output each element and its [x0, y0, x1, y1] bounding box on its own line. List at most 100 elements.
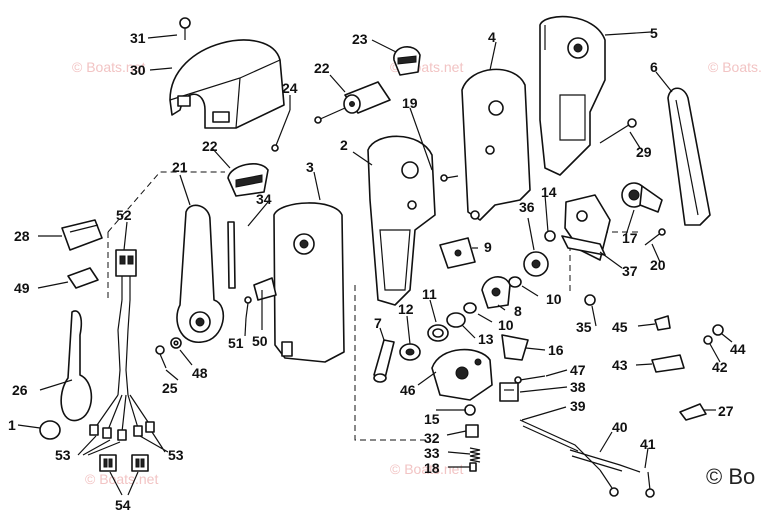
part-40-cable — [569, 449, 641, 473]
label-15: 15 — [424, 411, 440, 427]
part-37-lever — [561, 194, 611, 261]
label-6: 6 — [650, 59, 658, 75]
part-47-screw — [514, 375, 546, 384]
label-9: 9 — [484, 239, 492, 255]
part-46-cam-plate — [431, 348, 493, 401]
part-54-connectors — [99, 454, 149, 472]
watermark: © Boats.net — [390, 461, 463, 477]
label-22: 22 — [202, 138, 218, 154]
watermark-corner: © Bo — [706, 464, 755, 489]
part-41-cable — [599, 469, 655, 498]
label-42: 42 — [712, 359, 728, 375]
label-27: 27 — [718, 403, 734, 419]
part-7-shaft — [373, 339, 395, 383]
label-53: 53 — [168, 447, 184, 463]
label-24: 24 — [282, 80, 298, 96]
part-42-washer — [703, 335, 713, 345]
part-10-ring — [463, 276, 522, 314]
part-11-sleeve — [427, 324, 449, 342]
label-10: 10 — [498, 317, 514, 333]
watermark: © Boats.net — [708, 59, 762, 75]
part-34-rod — [227, 221, 236, 289]
part-26-grip — [60, 310, 93, 422]
part-31-screw — [179, 17, 191, 40]
label-7: 7 — [374, 315, 382, 331]
part-21-control-handle — [176, 204, 224, 343]
part-27-bracket — [679, 403, 707, 421]
label-17: 17 — [622, 230, 638, 246]
label-26: 26 — [12, 382, 28, 398]
part-36-gear — [523, 251, 549, 277]
label-47: 47 — [570, 362, 586, 378]
label-37: 37 — [622, 263, 638, 279]
part-3-housing-plate — [273, 202, 345, 363]
label-23: 23 — [352, 31, 368, 47]
part-1-button — [39, 420, 61, 440]
label-41: 41 — [640, 436, 656, 452]
wire-harness — [89, 299, 155, 441]
label-51: 51 — [228, 335, 244, 351]
label-14: 14 — [541, 184, 557, 200]
label-39: 39 — [570, 398, 586, 414]
part-15-ball — [464, 404, 476, 416]
label-11: 11 — [422, 286, 437, 302]
watermark: © Boats.net — [85, 471, 158, 487]
part-30-cover — [169, 39, 285, 129]
label-30: 30 — [130, 62, 146, 78]
label-48: 48 — [192, 365, 208, 381]
part-labels: 31 30 23 22 24 22 21 4 5 6 29 2 3 19 34 … — [8, 25, 746, 512]
label-44: 44 — [730, 341, 746, 357]
part-24-screw — [271, 107, 346, 152]
label-8: 8 — [514, 303, 522, 319]
label-21: 21 — [172, 159, 188, 175]
label-38: 38 — [570, 379, 586, 395]
part-22-clip-lower — [227, 163, 269, 197]
part-48-washer — [170, 337, 182, 349]
label-3: 3 — [306, 159, 314, 175]
part-43-clip — [651, 354, 685, 373]
label-50: 50 — [252, 333, 268, 349]
part-38-switch — [499, 382, 519, 402]
part-18-pin — [469, 462, 477, 472]
part-23-clip — [393, 46, 421, 76]
label-4: 4 — [488, 29, 496, 45]
label-36: 36 — [519, 199, 535, 215]
label-28: 28 — [14, 228, 30, 244]
part-2-housing — [367, 135, 436, 306]
label-32: 32 — [424, 430, 440, 446]
label-5: 5 — [650, 25, 658, 41]
label-12: 12 — [398, 301, 414, 317]
label-33: 33 — [424, 445, 440, 461]
part-20-screw — [644, 228, 666, 246]
part-33-spring — [469, 447, 481, 463]
part-17-sensor — [621, 182, 663, 213]
label-1: 1 — [8, 417, 16, 433]
label-40: 40 — [612, 419, 628, 435]
label-35: 35 — [576, 319, 592, 335]
part-52-connector — [115, 249, 137, 300]
label-16: 16 — [548, 342, 564, 358]
part-13-ring — [446, 312, 466, 328]
label-52: 52 — [116, 207, 132, 223]
part-51-screw — [244, 296, 252, 319]
label-25: 25 — [162, 380, 178, 396]
part-12-collar — [399, 343, 421, 361]
label-19: 19 — [402, 95, 418, 111]
label-10: 10 — [546, 291, 562, 307]
part-22-roller-upper — [343, 81, 391, 114]
part-29-bolt — [599, 118, 637, 144]
leader-lines — [17, 31, 733, 496]
part-8-gear-plate — [481, 276, 511, 309]
part-9-plate — [439, 237, 476, 269]
label-22: 22 — [314, 60, 330, 76]
part-4-housing-plate — [461, 68, 531, 221]
label-20: 20 — [650, 257, 666, 273]
part-39-cable — [519, 419, 601, 471]
part-50-bracket — [253, 277, 277, 310]
label-54: 54 — [115, 497, 131, 512]
label-49: 49 — [14, 280, 30, 296]
part-14-stud — [544, 230, 556, 242]
part-5-housing — [539, 15, 606, 176]
part-16-arm — [501, 334, 529, 361]
